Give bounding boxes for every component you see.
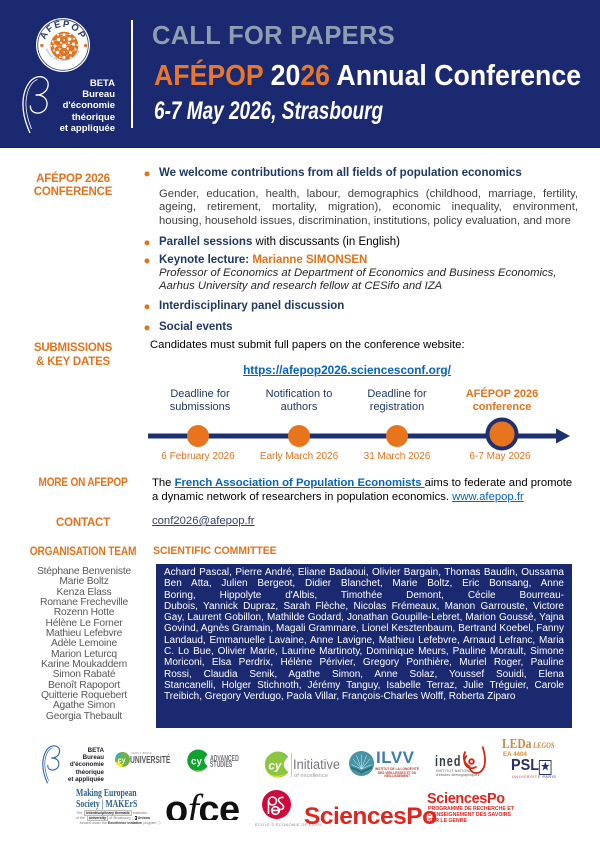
- svg-text:cy: cy: [268, 759, 282, 772]
- svg-text:cy: cy: [118, 757, 126, 764]
- svg-text:cy: cy: [191, 757, 203, 768]
